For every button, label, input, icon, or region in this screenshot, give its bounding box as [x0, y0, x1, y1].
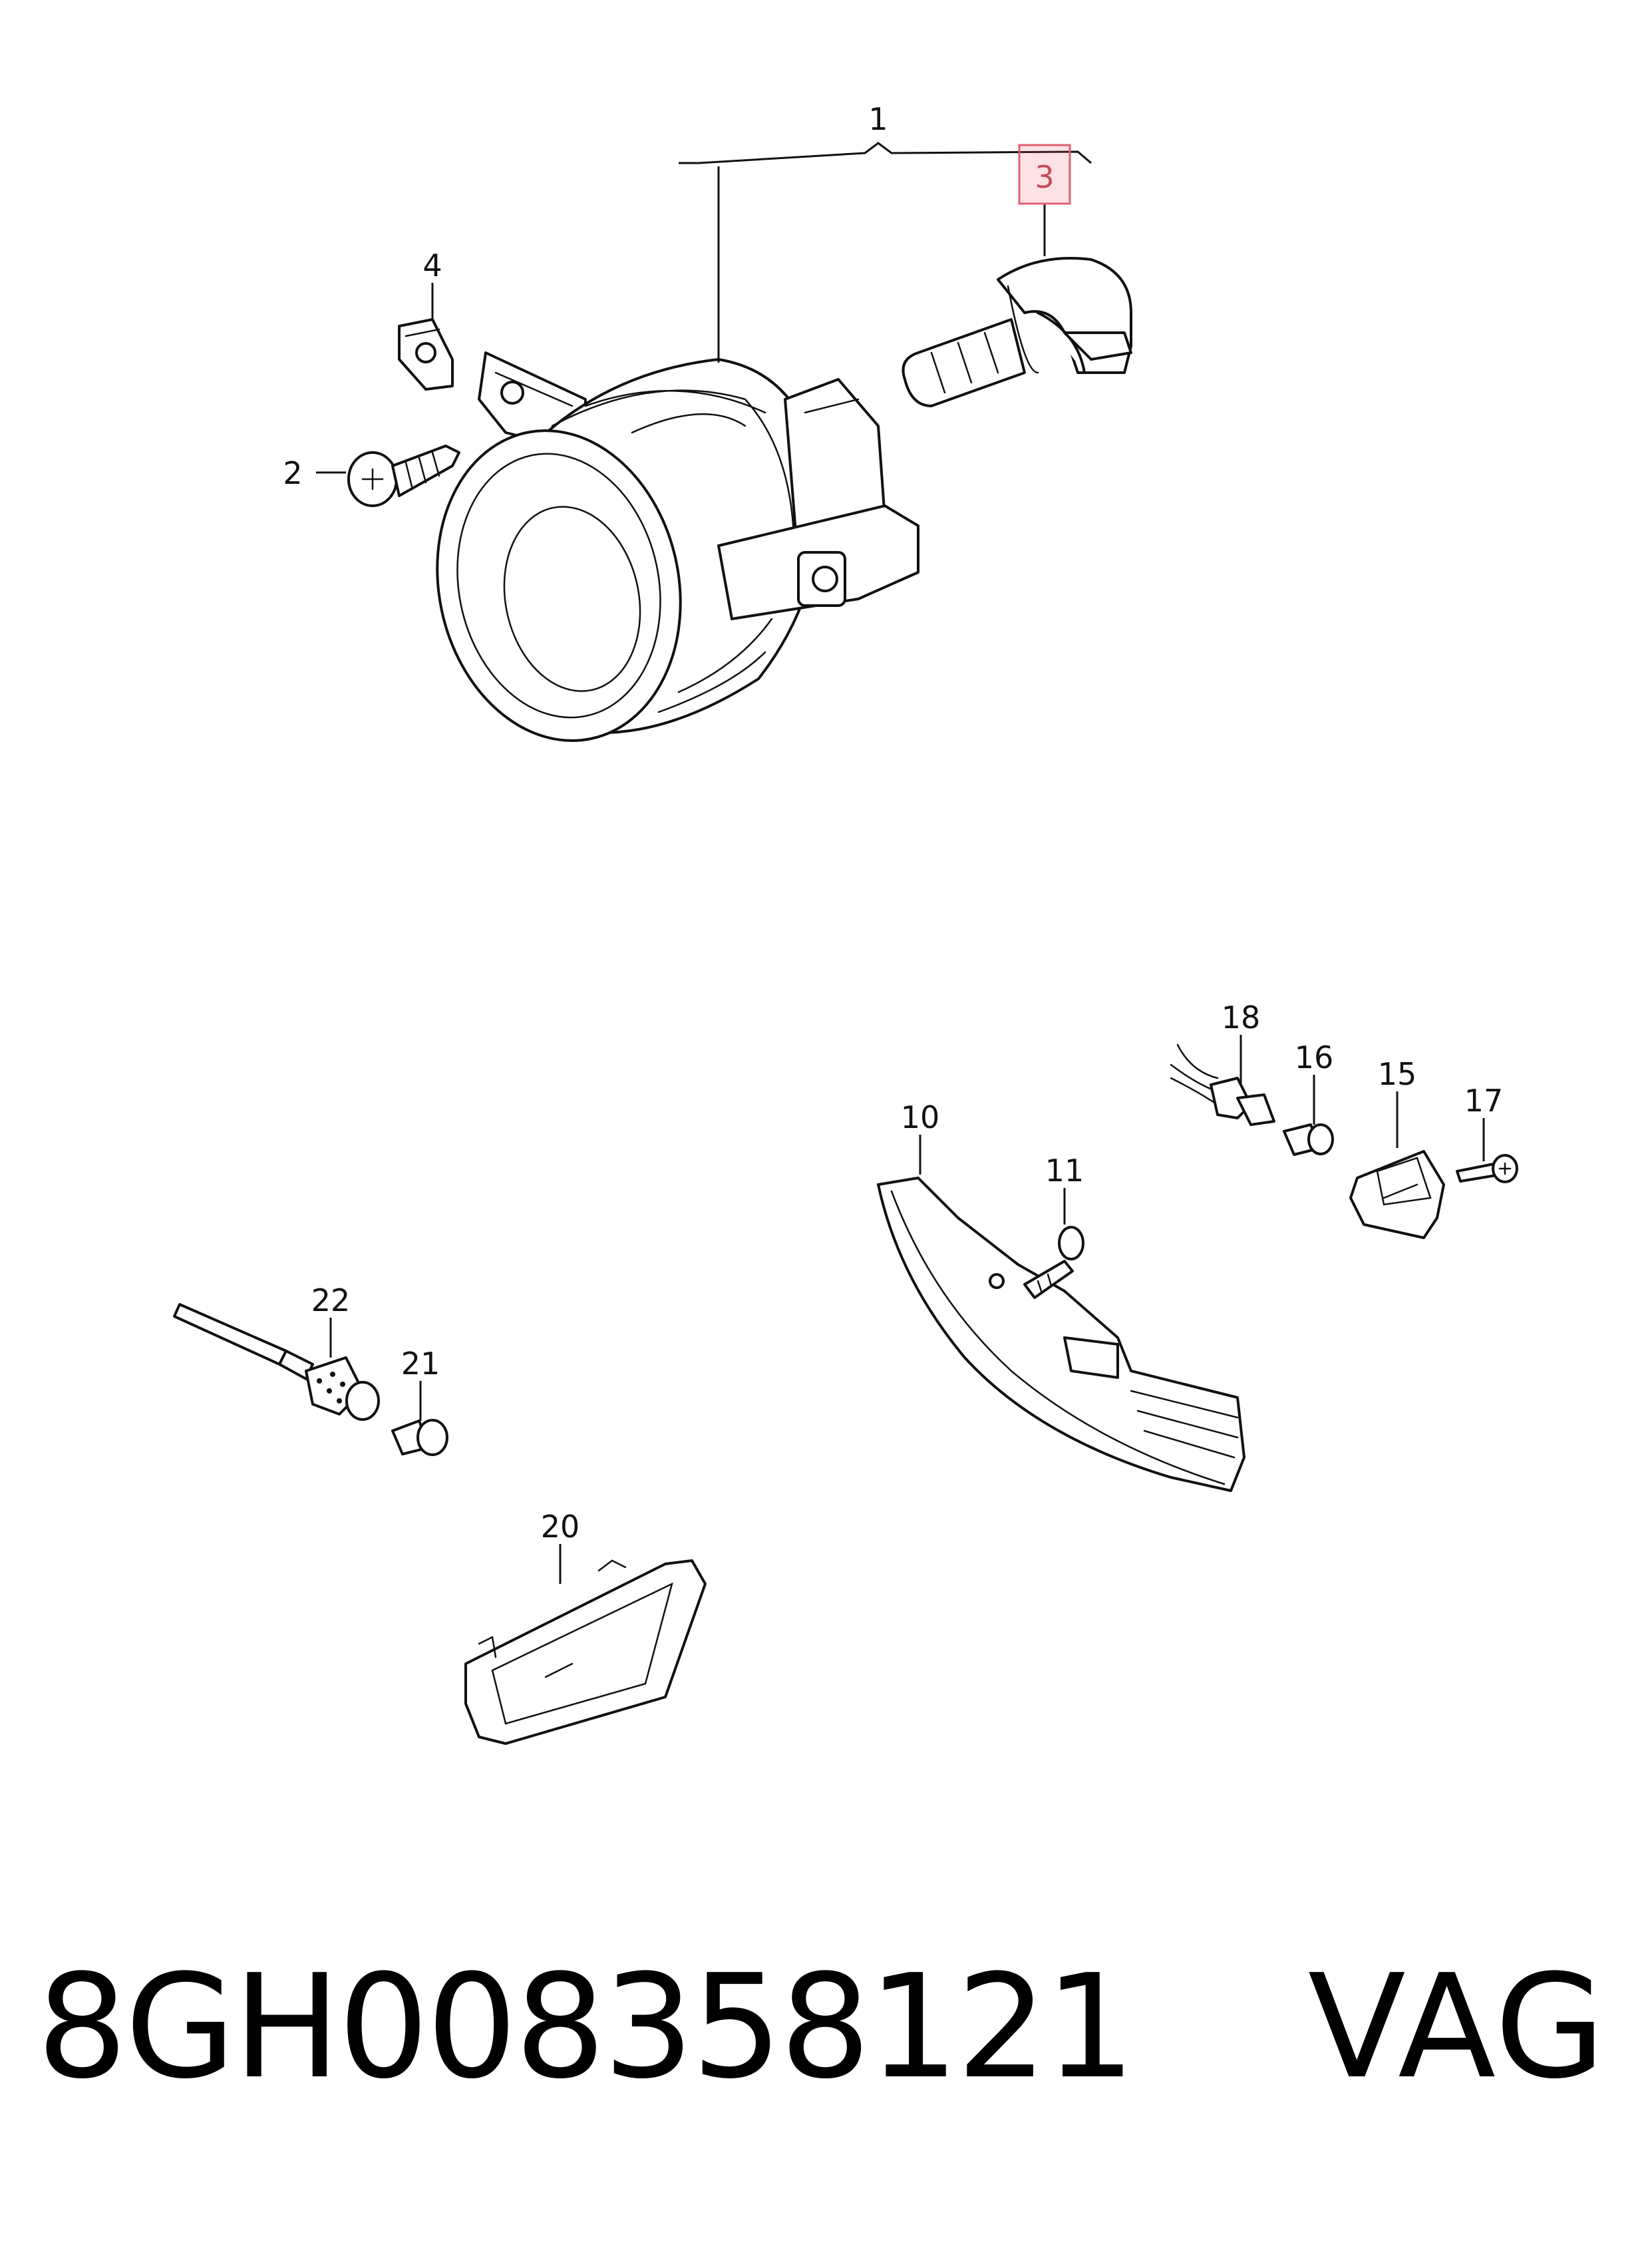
side-marker-lamp	[464, 1559, 707, 1745]
callout-21[interactable]: 21	[401, 1346, 440, 1382]
fog-lamp-assembly	[436, 351, 919, 742]
highlight-box	[1018, 144, 1071, 205]
callout-4[interactable]: 4	[422, 248, 442, 284]
wedge-bulb	[1283, 1123, 1334, 1156]
callout-10[interactable]: 10	[901, 1099, 940, 1135]
callout-18[interactable]: 18	[1222, 1000, 1261, 1036]
spring-clip	[398, 318, 454, 391]
screw	[347, 445, 460, 507]
callout-2[interactable]: 2	[283, 455, 302, 491]
bulb-socket-housing	[1349, 1150, 1445, 1239]
callout-16[interactable]: 16	[1295, 1040, 1334, 1075]
part-number: 8GH008358121	[37, 1943, 1136, 2110]
turn-signal-housing	[877, 1177, 1245, 1492]
callout-11[interactable]: 11	[1045, 1153, 1084, 1189]
callout-1[interactable]: 1	[868, 101, 888, 137]
leader-lines	[316, 142, 1485, 1584]
screw	[1456, 1154, 1518, 1183]
screw	[1023, 1226, 1084, 1299]
brand-name: VAG	[1307, 1943, 1607, 2110]
wedge-bulb	[391, 1419, 448, 1456]
callout-15[interactable]: 15	[1378, 1056, 1417, 1092]
wiring-connector	[1170, 1043, 1275, 1126]
callout-3[interactable]: 3	[1035, 159, 1054, 195]
callout-22[interactable]: 22	[311, 1282, 351, 1318]
wiring-harness-with-bulb-holder	[173, 1303, 380, 1421]
bulb-with-socket	[902, 257, 1132, 407]
callout-20[interactable]: 20	[541, 1509, 580, 1545]
callout-17[interactable]: 17	[1464, 1083, 1504, 1119]
